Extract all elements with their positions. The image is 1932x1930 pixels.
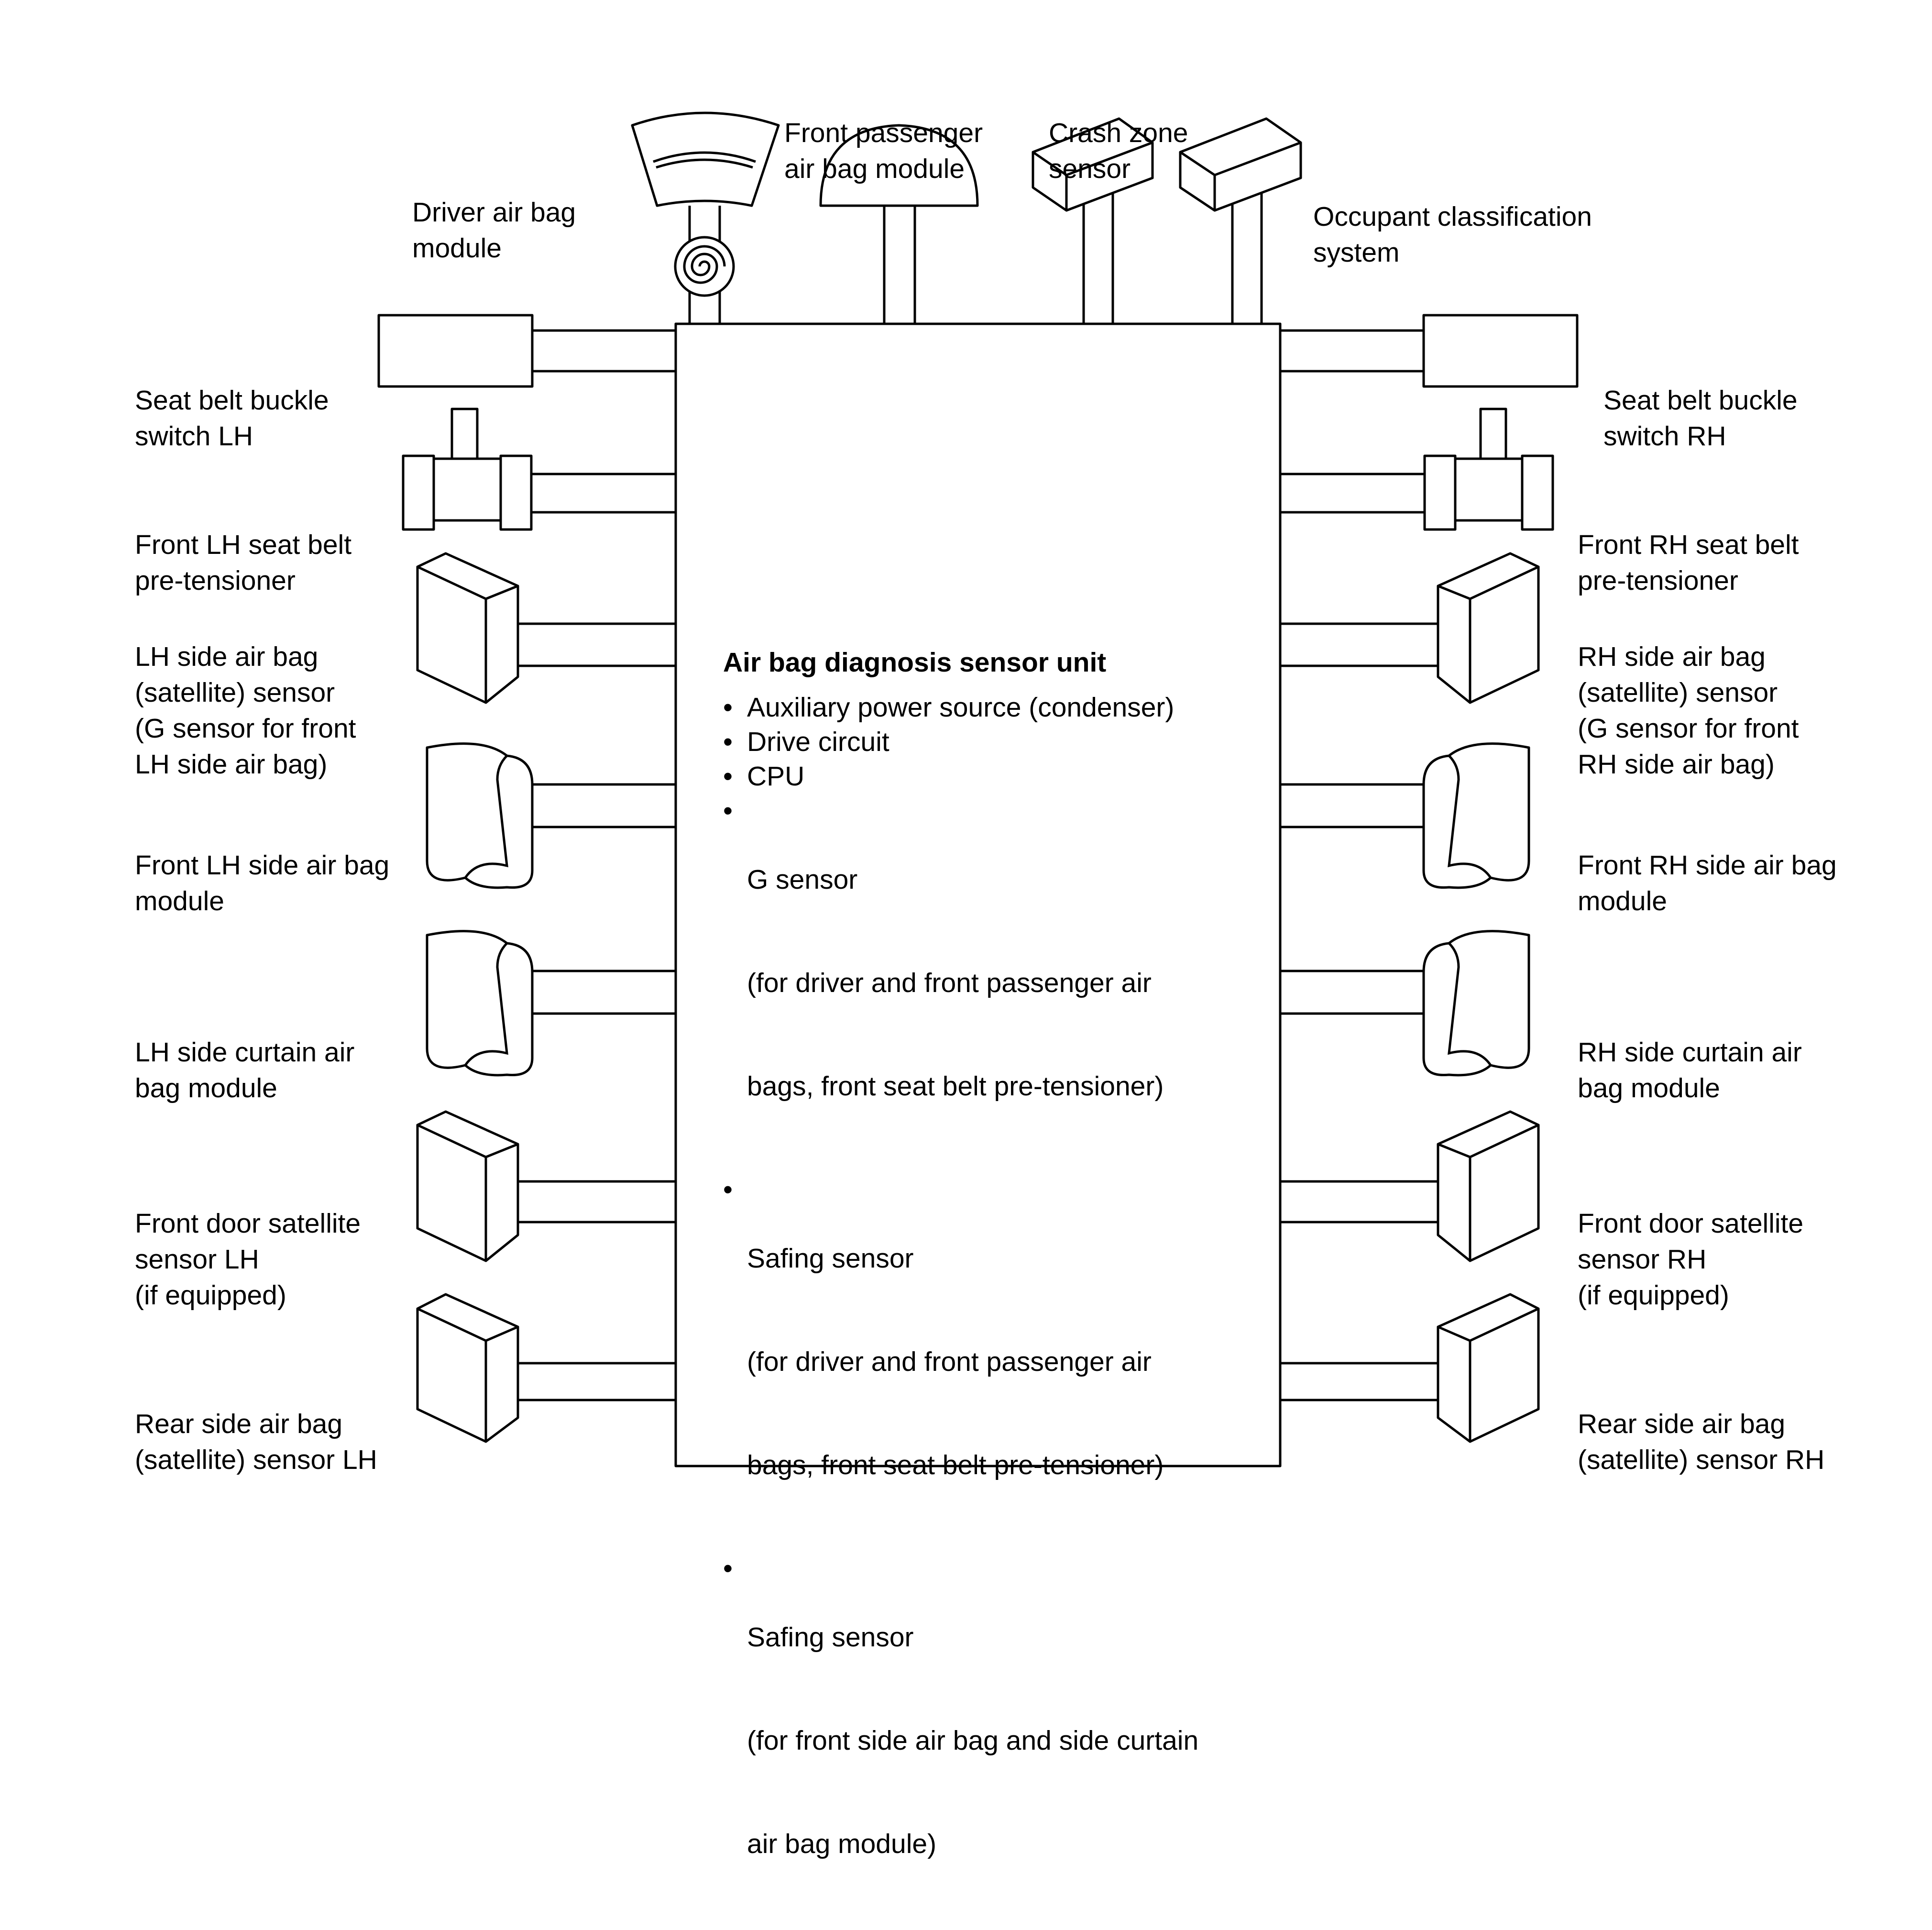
rear-side-air-bag-satellite-sensor-lh-icon [416, 1293, 676, 1443]
front-lh-seat-belt-pretensioner-icon [402, 408, 676, 531]
lh-side-curtain-air-bag-module-icon [426, 930, 676, 1077]
front-door-satellite-sensor-rh-icon [1280, 1110, 1540, 1262]
right-label-rh-side-air-bag-sensor: RH side air bag(satellite) sensor(G sens… [1578, 641, 1799, 780]
unit-feature-item: CPU [723, 759, 1198, 794]
left-label-rear-side-air-bag-sensor-lh: Rear side air bag(satellite) sensor LH [135, 1409, 377, 1475]
right-label-rear-side-air-bag-sensor-rh: Rear side air bag(satellite) sensor RH [1578, 1409, 1825, 1475]
occupant-classification-system-icon [1179, 117, 1302, 324]
driver-air-bag-module-icon [631, 111, 780, 324]
rh-side-air-bag-satellite-sensor-icon [1280, 552, 1540, 704]
seat-belt-buckle-switch-lh-icon [377, 314, 676, 388]
unit-feature-item: G sensor (for driver and front passenger… [723, 794, 1198, 1172]
seat-belt-buckle-switch-rh-icon [1280, 314, 1579, 388]
unit-feature-item: Safing sensor (for front side air bag an… [723, 1551, 1198, 1930]
unit-feature-list: Auxiliary power source (condenser) Drive… [723, 690, 1198, 1930]
rh-side-curtain-air-bag-module-icon [1280, 930, 1530, 1077]
airbag-system-diagram: Air bag diagnosis sensor unit Auxiliary … [0, 0, 1932, 1503]
front-rh-side-air-bag-module-icon [1280, 742, 1530, 889]
lh-side-air-bag-satellite-sensor-icon [416, 552, 676, 704]
front-lh-side-air-bag-module-icon [426, 742, 676, 889]
front-rh-seat-belt-pretensioner-icon [1280, 408, 1554, 531]
crash-zone-sensor-icon [1032, 117, 1154, 324]
rear-side-air-bag-satellite-sensor-rh-icon [1280, 1293, 1540, 1443]
front-passenger-air-bag-module-icon [819, 124, 979, 324]
front-door-satellite-sensor-lh-icon [416, 1110, 676, 1262]
unit-feature-item: Drive circuit [723, 725, 1198, 759]
unit-feature-item: Safing sensor (for driver and front pass… [723, 1172, 1198, 1551]
unit-feature-item: Auxiliary power source (condenser) [723, 690, 1198, 725]
left-label-lh-side-air-bag-sensor: LH side air bag(satellite) sensor(G sens… [135, 641, 356, 780]
unit-title: Air bag diagnosis sensor unit [723, 647, 1107, 678]
